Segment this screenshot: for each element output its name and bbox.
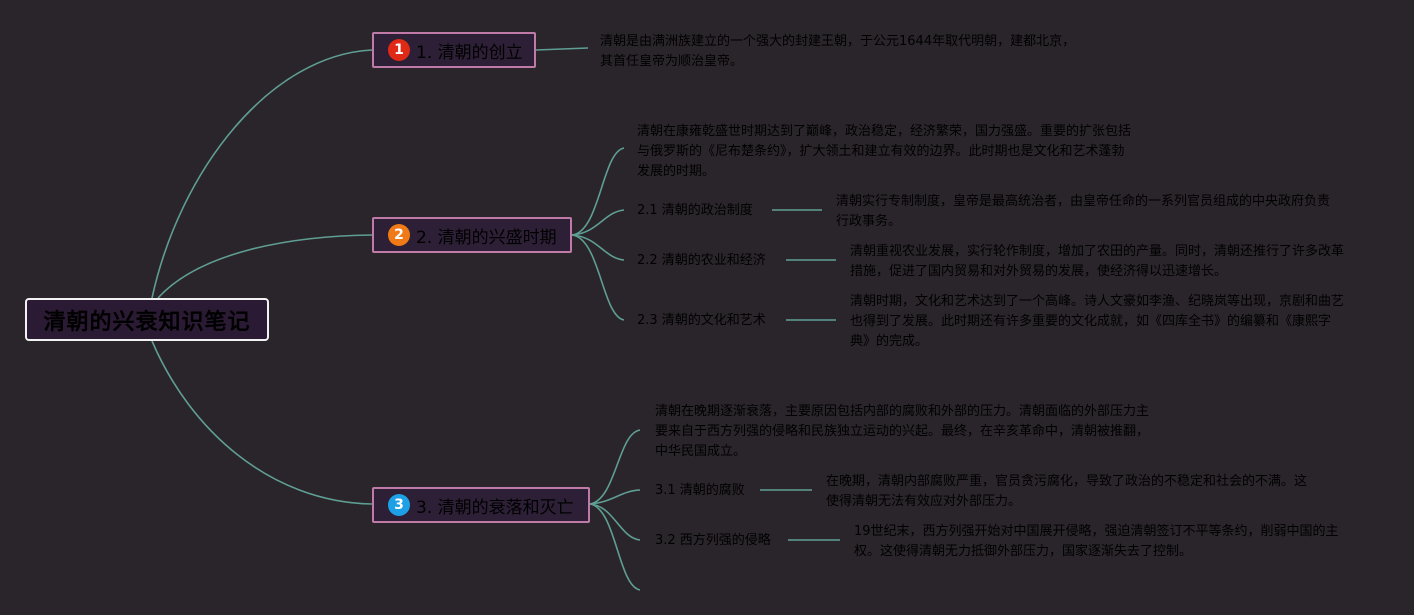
branch-label-decline: 3. 清朝的衰落和灭亡: [416, 497, 574, 518]
detail-culture-art[interactable]: 清朝时期，文化和艺术达到了一个高峰。诗人文豪如李渔、纪晓岚等出现，京剧和曲艺也得…: [850, 294, 1345, 349]
detail-western-invasion[interactable]: 19世纪末，西方列强开始对中国展开侵略，强迫清朝签订不平等条约，削弱中国的主权。…: [854, 524, 1339, 559]
detail-corruption[interactable]: 在晚期，清朝内部腐败严重，官员贪污腐化，导致了政治的不稳定和社会的不满。这使得清…: [826, 474, 1308, 509]
connector-branch-3-summary: [589, 429, 641, 505]
connector-root-branch-3: [151, 340, 373, 505]
sub-node-political-system[interactable]: 2.1 清朝的政治制度: [637, 203, 753, 218]
branch-label-founding: 1. 清朝的创立: [416, 42, 523, 63]
priority-1-badge-icon: 1: [388, 39, 410, 61]
summary-prosperity[interactable]: 清朝在康雍乾盛世时期达到了巅峰，政治稳定，经济繁荣，国力强盛。重要的扩张包括与俄…: [637, 124, 1132, 179]
sub-node-culture-art[interactable]: 2.3 清朝的文化和艺术: [637, 313, 766, 328]
connector-branch-2-sub-3: [571, 234, 625, 321]
connector-branch-1-detail: [535, 47, 589, 51]
summary-decline[interactable]: 清朝在晚期逐渐衰落，主要原因包括内部的腐败和外部的压力。清朝面临的外部压力主要来…: [655, 404, 1150, 459]
connector-root-branch-1: [151, 49, 373, 299]
connector-branch-2-sub-1: [571, 209, 625, 236]
sub-node-agriculture-economy[interactable]: 2.2 清朝的农业和经济: [637, 253, 766, 268]
connector-branch-3-sub-2: [589, 503, 641, 541]
branch-node-prosperity[interactable]: 2 2. 清朝的兴盛时期: [372, 217, 572, 253]
sub-node-corruption[interactable]: 3.1 清朝的腐败: [655, 483, 745, 498]
branch-node-founding[interactable]: 1 1. 清朝的创立: [372, 32, 536, 68]
priority-3-badge-icon: 3: [388, 494, 410, 516]
sub-node-western-invasion[interactable]: 3.2 西方列强的侵略: [655, 533, 771, 548]
branch-label-prosperity: 2. 清朝的兴盛时期: [416, 227, 557, 248]
connector-branch-2-summary: [571, 147, 625, 236]
connector-branch-2-sub-2: [571, 234, 625, 261]
branch-node-decline[interactable]: 3 3. 清朝的衰落和灭亡: [372, 487, 590, 523]
connector-branch-3-extra: [589, 503, 641, 591]
connector-branch-3-sub-1: [589, 489, 641, 505]
root-title: 清朝的兴衰知识笔记: [43, 309, 251, 335]
priority-2-badge-icon: 2: [388, 224, 410, 246]
detail-agriculture-economy[interactable]: 清朝重视农业发展，实行轮作制度，增加了农田的产量。同时，清朝还推行了许多改革措施…: [850, 244, 1345, 279]
root-node[interactable]: 清朝的兴衰知识笔记: [25, 298, 269, 341]
connector-root-branch-2: [157, 234, 373, 299]
detail-political-system[interactable]: 清朝实行专制制度，皇帝是最高统治者，由皇帝任命的一系列官员组成的中央政府负责行政…: [836, 194, 1331, 229]
detail-founding[interactable]: 清朝是由满洲族建立的一个强大的封建王朝，于公元1644年取代明朝，建都北京，其首…: [600, 34, 1076, 69]
